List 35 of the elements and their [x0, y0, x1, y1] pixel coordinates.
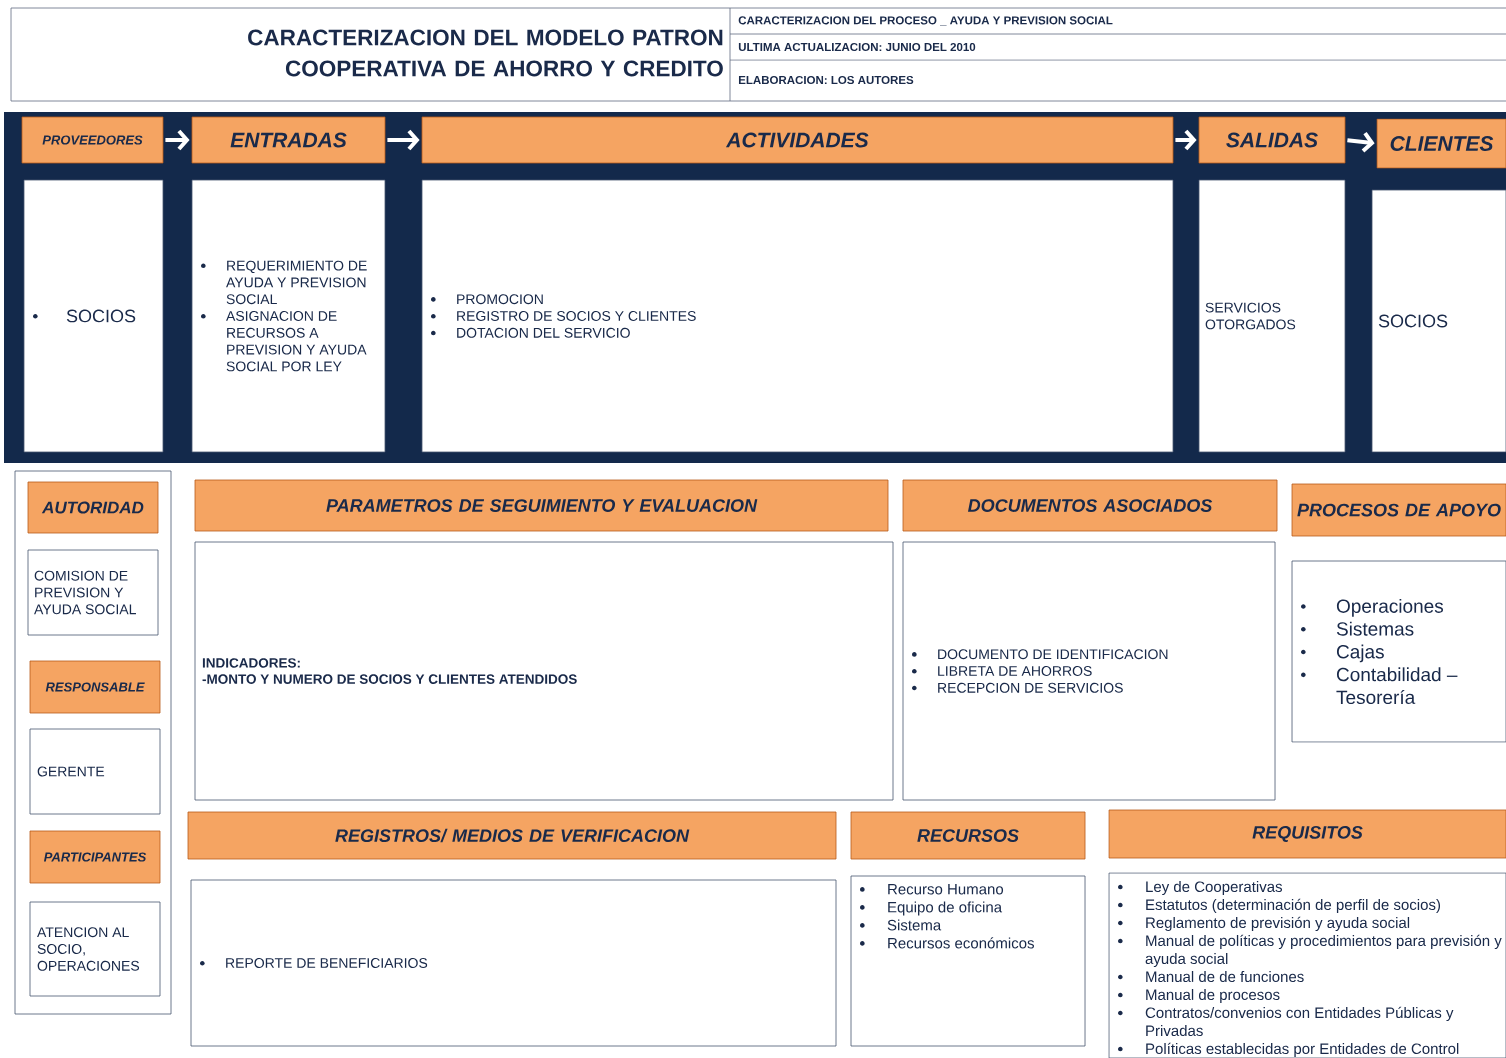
content-box: Recurso Humano Equipo de oficina Sistema Recursos económicos — [850, 875, 1086, 1047]
arrow — [1347, 132, 1375, 153]
content-box: GERENTE — [29, 728, 161, 815]
info-text: ELABORACION: LOS AUTORES — [739, 75, 914, 85]
header-box: CLIENTES — [1376, 118, 1506, 169]
header-box: ENTRADAS — [191, 116, 386, 164]
info-text: CARACTERIZACION DEL PROCESO _ AYUDA Y PREVISION SOCIAL — [738, 16, 1113, 26]
header-box: PROCESOS DE APOYO — [1291, 483, 1506, 537]
content-box: PROMOCION REGISTRO DE SOCIOS Y CLIENTES DOTACION DEL SERVICIO — [421, 179, 1174, 453]
header-box: PROVEEDORES — [21, 116, 164, 164]
header-box: RESPONSABLE — [29, 660, 161, 714]
header-box: PARAMETROS DE SEGUIMIENTO Y EVALUACION — [194, 479, 889, 532]
arrow — [387, 129, 420, 151]
content-box: REPORTE DE BENEFICIARIOS — [190, 879, 837, 1047]
content-box: REQUERIMIENTO DE AYUDA Y PREVISION SOCIAL ASIGNACION DE RECURSOS A PREVISION Y AYUDA SOCIAL POR LEY — [191, 179, 386, 453]
header-box: REQUISITOS — [1108, 809, 1506, 859]
content-box: DOCUMENTO DE IDENTIFICACION LIBRETA DE AHORROS RECEPCION DE SERVICIOS — [902, 541, 1276, 801]
arrow — [165, 129, 190, 151]
content-box: Ley de Cooperativas Estatutos (determinación de perfil de socios) Reglamento de previsión y ayuda social Manual de políticas y procedimientos para previsión y ayuda social Manual de de funciones Manual de procesos Contratos/convenios con Entidades Públicas y Privadas Políticas establecidas por Entidades de Control — [1108, 872, 1506, 1058]
header-box: SALIDAS — [1198, 116, 1346, 164]
header-box: REGISTROS/ MEDIOS DE VERIFICACION — [187, 811, 837, 860]
title: CARACTERIZACION DEL MODELO PATRON COOPERATIVA DE AHORRO Y CREDITO — [248, 29, 723, 77]
header-box: AUTORIDAD — [27, 481, 159, 534]
content-box: COMISION DE PREVISION Y AYUDA SOCIAL — [27, 549, 159, 636]
content-box: Operaciones Sistemas Cajas Contabilidad – Tesorería — [1291, 560, 1506, 743]
header-box: DOCUMENTOS ASOCIADOS — [902, 479, 1278, 532]
header-box: ACTIVIDADES — [421, 116, 1174, 164]
content-box: INDICADORES: -MONTO Y NUMERO DE SOCIOS Y CLIENTES ATENDIDOS — [194, 541, 894, 801]
header-box: PARTICIPANTES — [29, 830, 161, 884]
content-box: SOCIOS — [23, 179, 164, 453]
content-box: SOCIOS — [1371, 189, 1506, 453]
header-box: RECURSOS — [850, 811, 1086, 860]
content-box: SERVICIOS OTORGADOS — [1198, 179, 1346, 453]
info-text: ULTIMA ACTUALIZACION: JUNIO DEL 2010 — [738, 42, 976, 52]
content-box: ATENCION AL SOCIO, OPERACIONES — [29, 901, 161, 997]
